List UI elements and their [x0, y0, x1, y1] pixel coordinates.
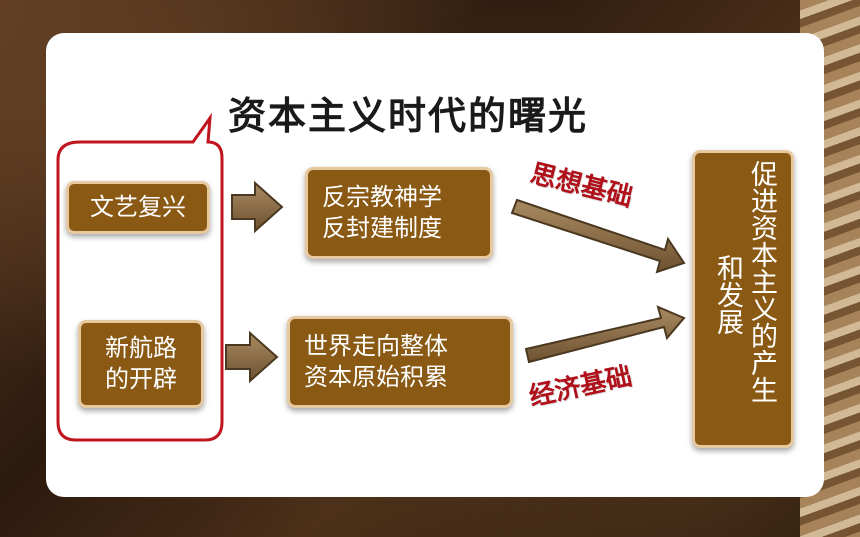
world-integration-line2: 资本原始积累 — [304, 363, 448, 391]
world-integration-box: 世界走向整体 资本原始积累 — [287, 316, 513, 408]
anti-theology-line2: 反封建制度 — [322, 214, 442, 242]
page-title: 资本主义时代的曙光 — [228, 94, 589, 138]
arrow-right-icon — [231, 180, 284, 234]
world-integration-line1: 世界走向整体 — [304, 332, 448, 360]
anti-theology-line1: 反宗教神学 — [322, 183, 442, 211]
anti-theology-box: 反宗教神学 反封建制度 — [305, 167, 493, 259]
arrow-right-icon — [225, 330, 279, 384]
new-sea-route-line1: 新航路 — [105, 334, 177, 362]
new-sea-route-line2: 的开辟 — [105, 365, 177, 393]
renaissance-box: 文艺复兴 — [66, 181, 210, 234]
result-text-column2: 和发展 — [712, 254, 743, 335]
result-text-column1: 促进资本主义的产生 — [746, 160, 777, 403]
arrow-diagonal-up-icon — [524, 305, 686, 364]
result-box — [692, 150, 794, 448]
new-sea-route-box: 新航路 的开辟 — [78, 320, 204, 408]
arrow-diagonal-down-icon — [510, 198, 686, 274]
renaissance-label: 文艺复兴 — [90, 193, 186, 221]
